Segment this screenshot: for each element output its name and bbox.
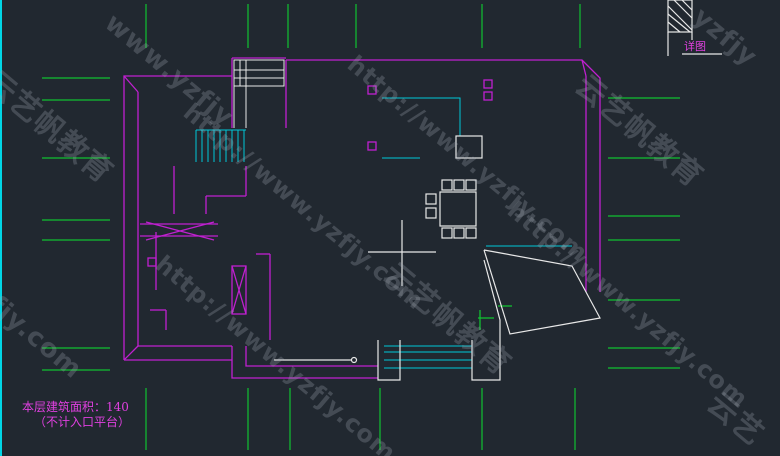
floor-area-note: （不计入口平台） [34,415,131,429]
axis-lines [42,4,680,450]
furniture [274,135,601,381]
detail-box [667,0,722,56]
walls [123,57,601,379]
stairs-upper [233,59,285,128]
floor-area-label: 本层建筑面积：140 [22,400,129,414]
cyan-lines [195,97,572,369]
door-marks [478,305,512,330]
viewport-left-edge [0,0,2,456]
detail-label: 详图 [684,40,706,53]
